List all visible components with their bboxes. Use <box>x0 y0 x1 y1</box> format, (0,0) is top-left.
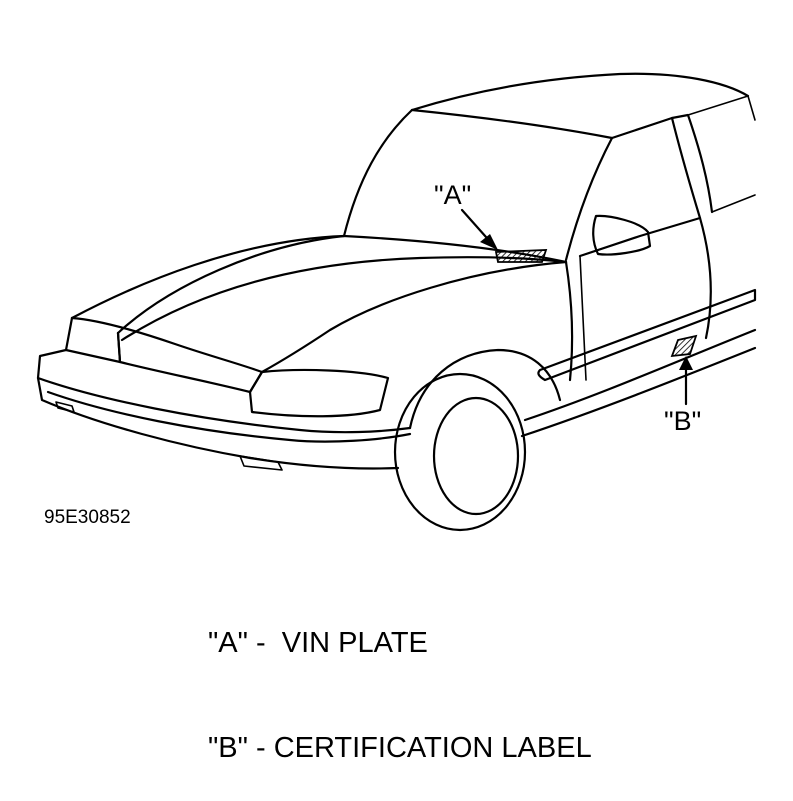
rocker-panel-lower <box>520 346 757 438</box>
callout-b-label: "B" <box>664 406 702 436</box>
hood-left-edge <box>70 234 346 320</box>
hood-right-edge <box>260 260 568 374</box>
certification-label <box>670 334 698 358</box>
arrow-a-head <box>480 234 498 250</box>
front-hub <box>432 396 520 516</box>
legend: "A" - VIN PLATE "B" - CERTIFICATION LABE… <box>208 556 592 801</box>
vin-plate <box>494 249 548 263</box>
left-fog-light <box>55 401 75 413</box>
callout-a-label: "A" <box>434 180 472 210</box>
a-pillar <box>564 136 614 262</box>
rocker-panel <box>523 328 757 422</box>
roof-rear-edge <box>747 95 756 121</box>
car-illustration <box>36 72 757 532</box>
legend-item-certification-label: "B" - CERTIFICATION LABEL <box>208 732 592 764</box>
roof-outline <box>410 72 750 112</box>
b-pillar <box>670 113 714 214</box>
bumper-top <box>36 348 412 434</box>
grille-top <box>70 316 264 374</box>
fender-line <box>564 260 574 382</box>
door-seam <box>579 255 587 381</box>
front-window-outline <box>578 116 702 258</box>
windshield-top <box>410 108 614 140</box>
hood-center-crease-2 <box>120 256 568 342</box>
wheel-arch <box>408 348 562 430</box>
right-fog-light <box>239 455 283 471</box>
rear-roof-edge <box>687 95 749 116</box>
arrow-b-head <box>679 356 693 370</box>
bumper-lower <box>36 376 400 470</box>
rear-window-line <box>711 194 756 213</box>
grille <box>116 331 264 394</box>
right-headlight <box>248 368 390 418</box>
side-molding <box>537 288 757 382</box>
side-mirror <box>592 214 652 256</box>
bumper-molding <box>46 390 412 443</box>
front-tire <box>393 372 527 532</box>
hood-center-crease-1 <box>116 234 346 335</box>
front-door-edge <box>698 216 712 340</box>
legend-item-vin-plate: "A" - VIN PLATE <box>208 627 428 659</box>
figure-id: 95E30852 <box>44 507 131 528</box>
windshield-left-edge <box>342 108 414 238</box>
